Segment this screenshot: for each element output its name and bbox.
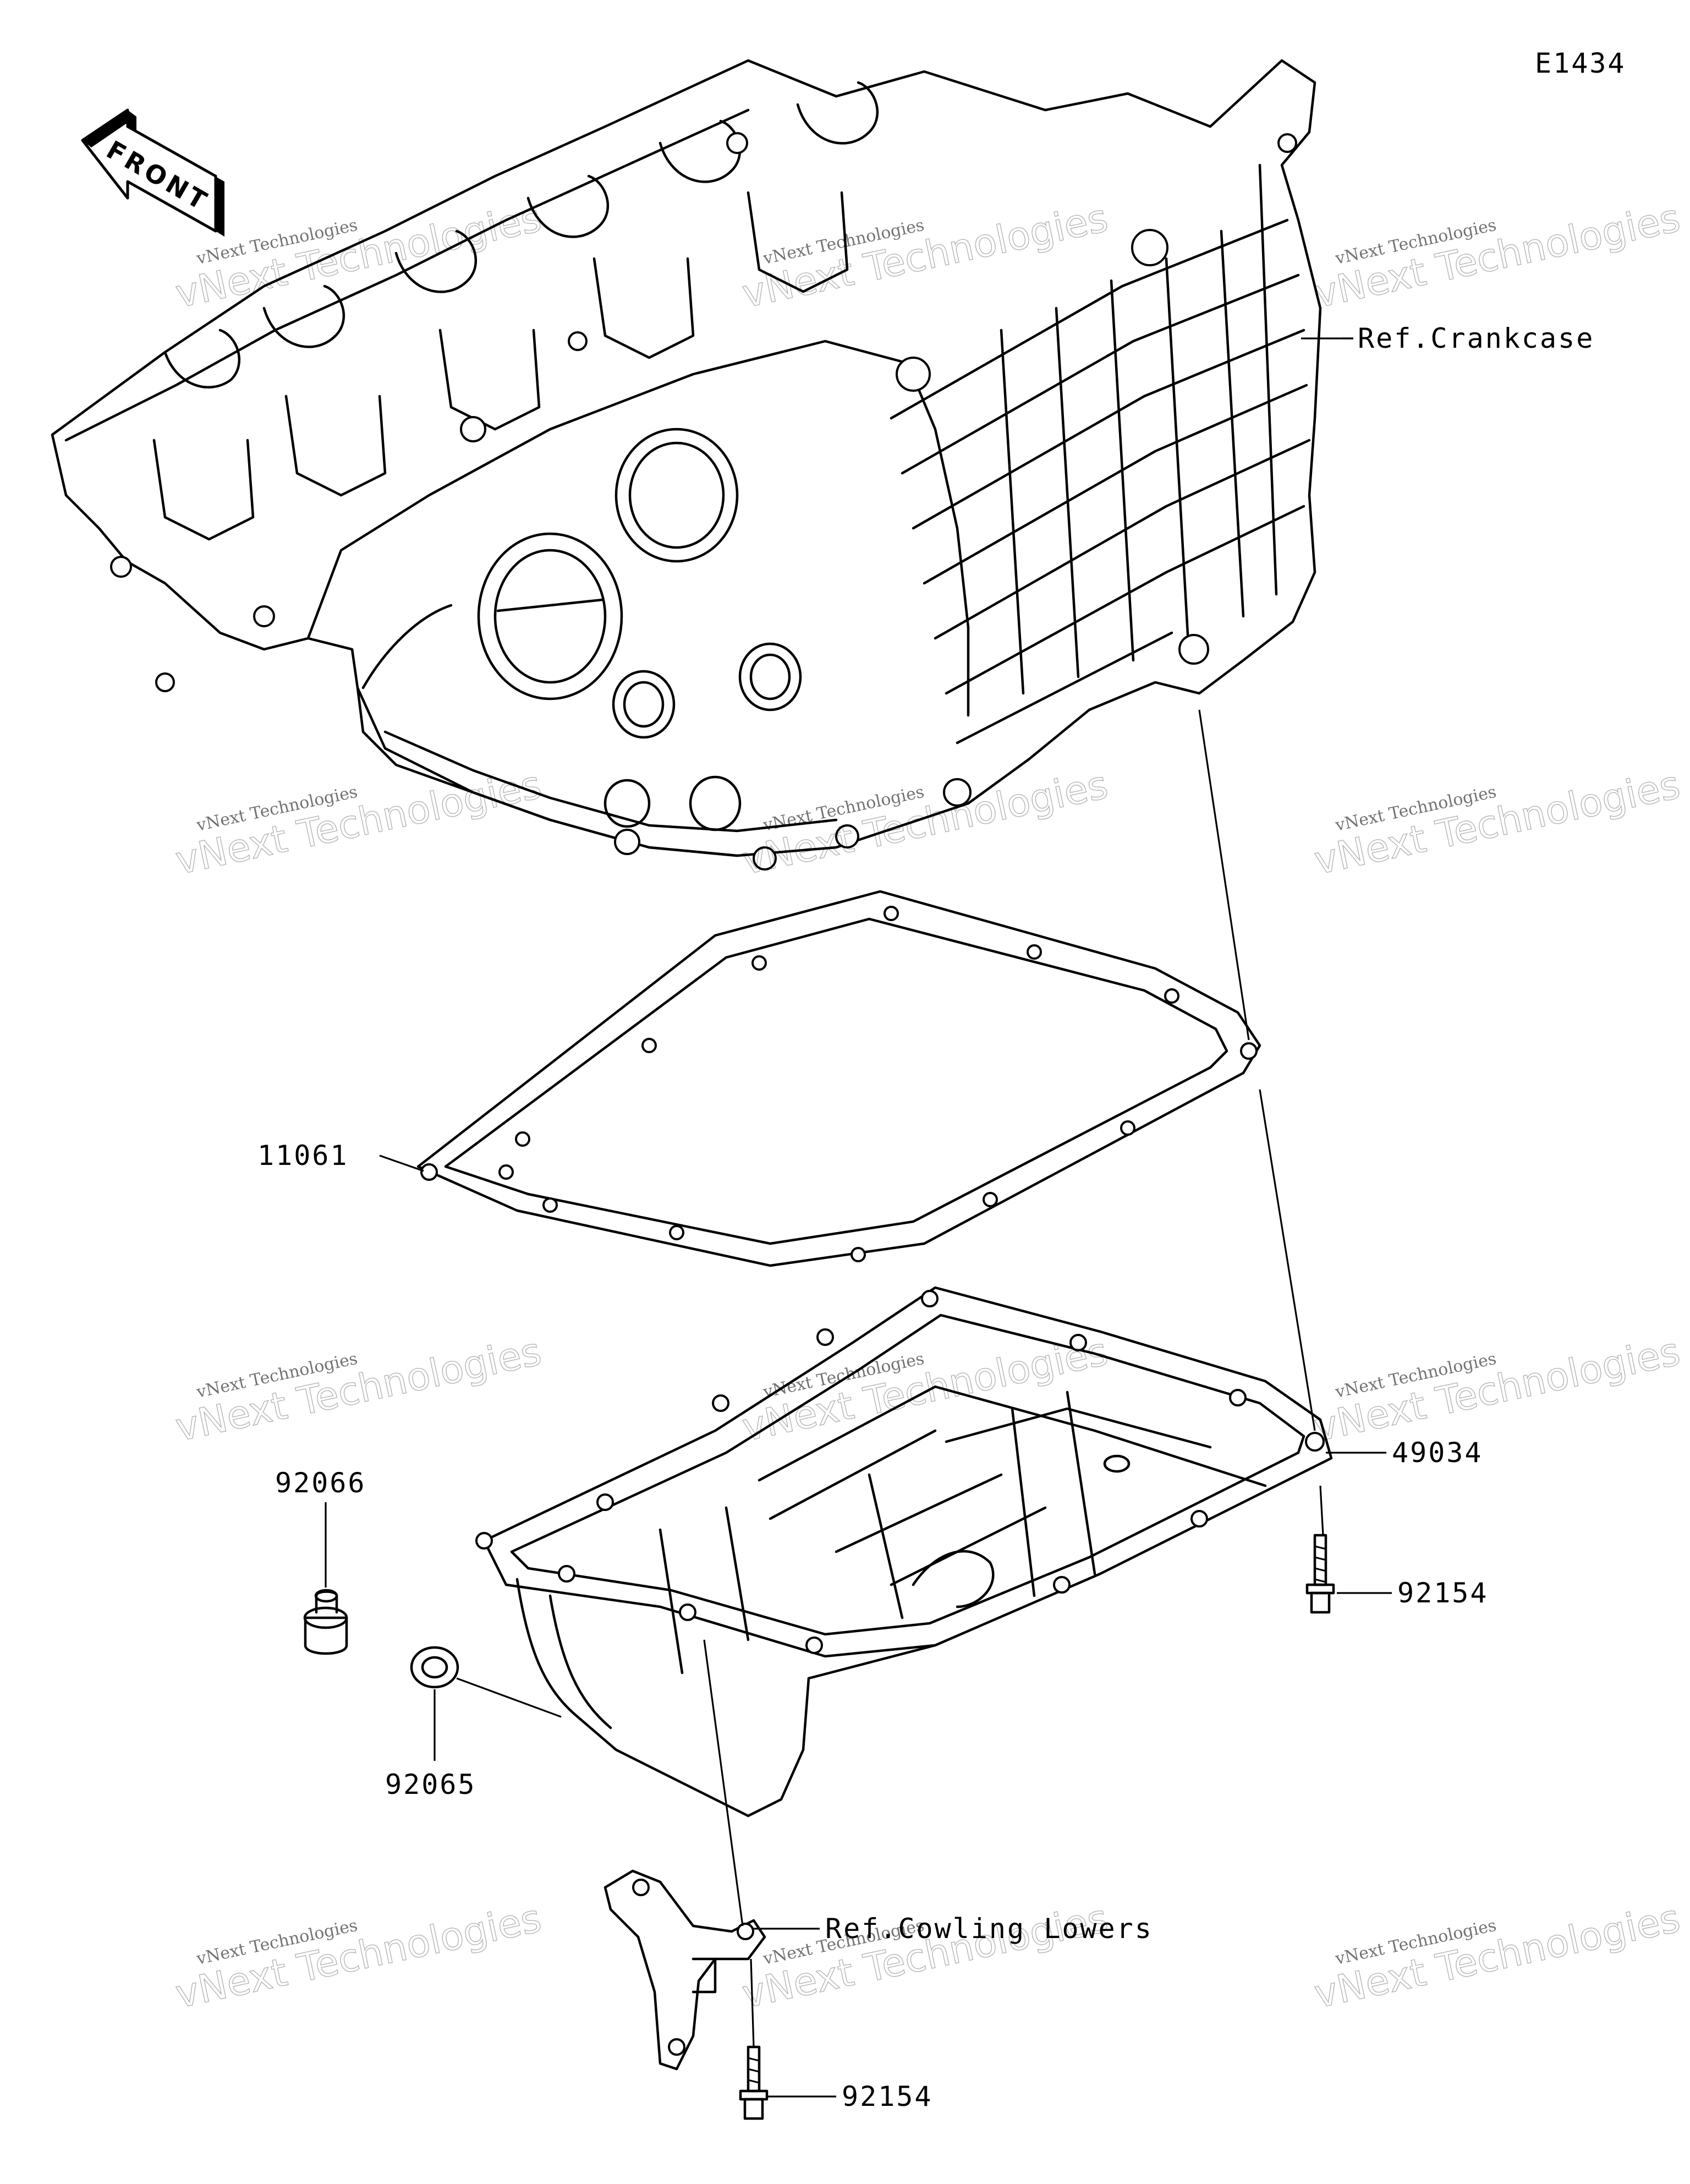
label-ref-cowling-lowers: Ref.Cowling Lowers — [825, 1913, 1153, 1945]
drain-plug — [303, 1589, 348, 1655]
label-bolt-lower-92154: 92154 — [842, 2081, 933, 2112]
diagram-code: E1434 — [1535, 47, 1626, 79]
oil-pan — [475, 1286, 1333, 1818]
cowling-bracket — [603, 1869, 766, 2071]
label-bolt-upper-92154: 92154 — [1397, 1577, 1489, 1609]
leader-lines — [325, 337, 1392, 2098]
crankcase-drawing — [51, 59, 1322, 871]
label-drain-plug-92066: 92066 — [275, 1467, 366, 1499]
bracket-bolt-lower — [739, 2045, 769, 2120]
oil-pan-bolt-upper — [1305, 1534, 1335, 1614]
drain-washer — [410, 1646, 459, 1689]
label-oil-pan-49034: 49034 — [1392, 1437, 1483, 1469]
label-gasket-11061: 11061 — [257, 1140, 349, 1172]
label-washer-92065: 92065 — [385, 1769, 476, 1800]
front-arrow-icon: FRONT — [81, 108, 224, 237]
crankcase-bolt-holes — [110, 132, 1297, 871]
label-ref-crankcase: Ref.Crankcase — [1358, 322, 1594, 354]
oil-pan-gasket — [416, 890, 1261, 1267]
